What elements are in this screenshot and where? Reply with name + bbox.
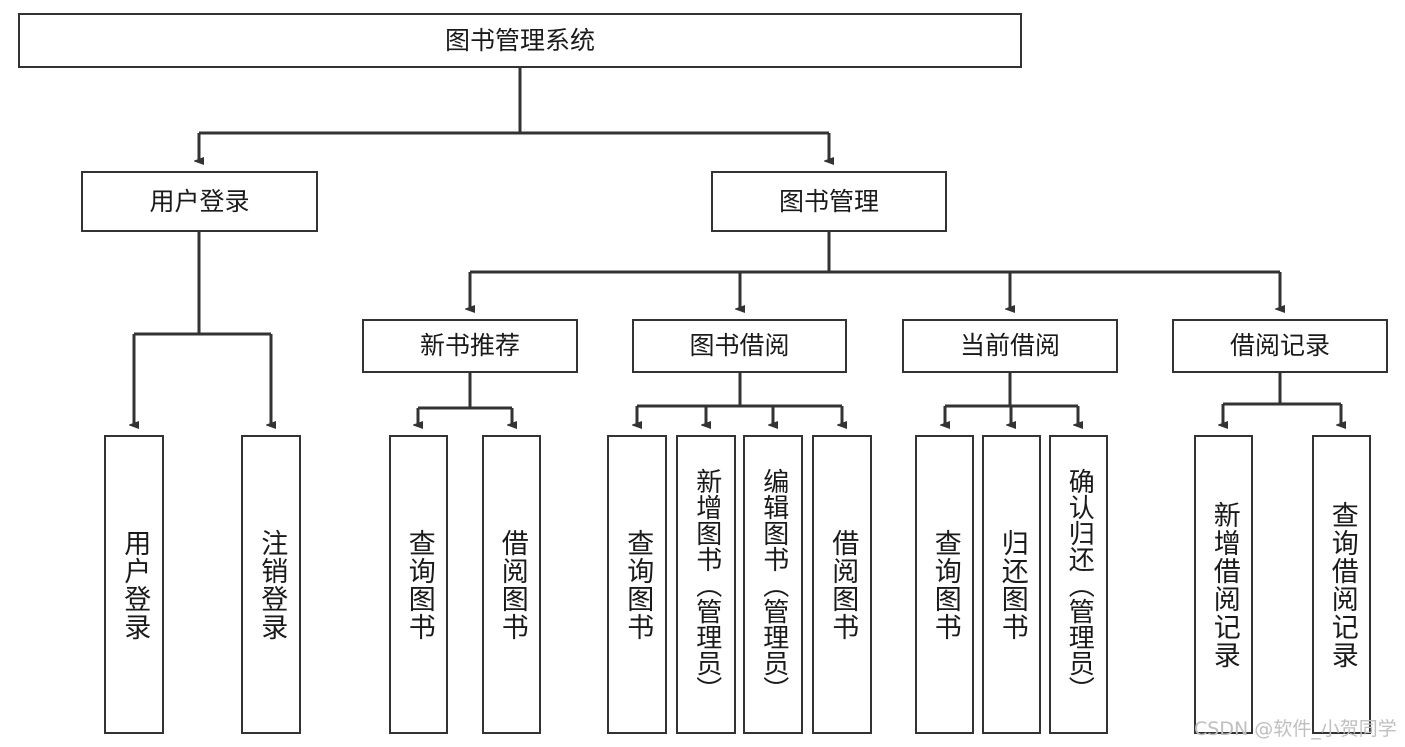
node-leaf-confirm-return[interactable]: 确认归还（管理员）: [1049, 435, 1108, 734]
node-leaf-user-login-label: 用户登录: [119, 528, 151, 641]
node-leaf-borrow-book-1[interactable]: 借阅图书: [482, 435, 541, 734]
node-leaf-query-book-3[interactable]: 查询图书: [915, 435, 974, 734]
node-leaf-add-record-label: 新增借阅记录: [1208, 500, 1240, 669]
node-leaf-add-book[interactable]: 新增图书（管理员）: [676, 435, 736, 734]
node-leaf-query-book-2-label: 查询图书: [622, 528, 654, 641]
node-borrow-record[interactable]: 借阅记录: [1172, 319, 1388, 373]
node-borrow-record-label: 借阅记录: [1229, 331, 1330, 361]
node-leaf-return-book-label: 归还图书: [996, 528, 1028, 641]
watermark-credit: CSDN @软件_小贺同学: [1194, 718, 1397, 740]
node-leaf-edit-book-label: 编辑图书（管理员）: [758, 467, 789, 702]
node-leaf-user-login[interactable]: 用户登录: [104, 435, 164, 734]
node-leaf-query-book-2[interactable]: 查询图书: [607, 435, 667, 734]
node-new-book-rec[interactable]: 新书推荐: [362, 319, 578, 373]
node-leaf-query-book-1[interactable]: 查询图书: [389, 435, 448, 734]
node-leaf-confirm-return-label: 确认归还（管理员）: [1064, 467, 1095, 702]
node-current-borrow[interactable]: 当前借阅: [902, 319, 1118, 373]
node-book-manage[interactable]: 图书管理: [711, 171, 947, 232]
node-leaf-user-logout-label: 注销登录: [256, 528, 288, 641]
node-leaf-borrow-book-2[interactable]: 借阅图书: [812, 435, 872, 734]
node-book-borrow[interactable]: 图书借阅: [632, 319, 847, 373]
node-book-borrow-label: 图书借阅: [689, 331, 790, 361]
node-leaf-edit-book[interactable]: 编辑图书（管理员）: [743, 435, 803, 734]
node-leaf-return-book[interactable]: 归还图书: [982, 435, 1041, 734]
node-leaf-query-record-label: 查询借阅记录: [1326, 500, 1358, 669]
node-leaf-query-book-3-label: 查询图书: [929, 528, 961, 641]
node-user-login-label: 用户登录: [149, 186, 250, 216]
node-current-borrow-label: 当前借阅: [959, 331, 1060, 361]
node-leaf-add-book-label: 新增图书（管理员）: [691, 467, 722, 702]
node-leaf-user-logout[interactable]: 注销登录: [241, 435, 301, 734]
node-new-book-rec-label: 新书推荐: [419, 331, 520, 361]
node-user-login[interactable]: 用户登录: [81, 171, 318, 232]
node-leaf-borrow-book-2-label: 借阅图书: [827, 528, 859, 641]
node-leaf-query-book-1-label: 查询图书: [403, 528, 435, 641]
node-root[interactable]: 图书管理系统: [18, 13, 1022, 68]
node-leaf-add-record[interactable]: 新增借阅记录: [1194, 435, 1253, 734]
node-leaf-borrow-book-1-label: 借阅图书: [496, 528, 528, 641]
node-book-manage-label: 图书管理: [778, 186, 879, 216]
node-leaf-query-record[interactable]: 查询借阅记录: [1312, 435, 1371, 734]
node-root-label: 图书管理系统: [444, 25, 595, 55]
